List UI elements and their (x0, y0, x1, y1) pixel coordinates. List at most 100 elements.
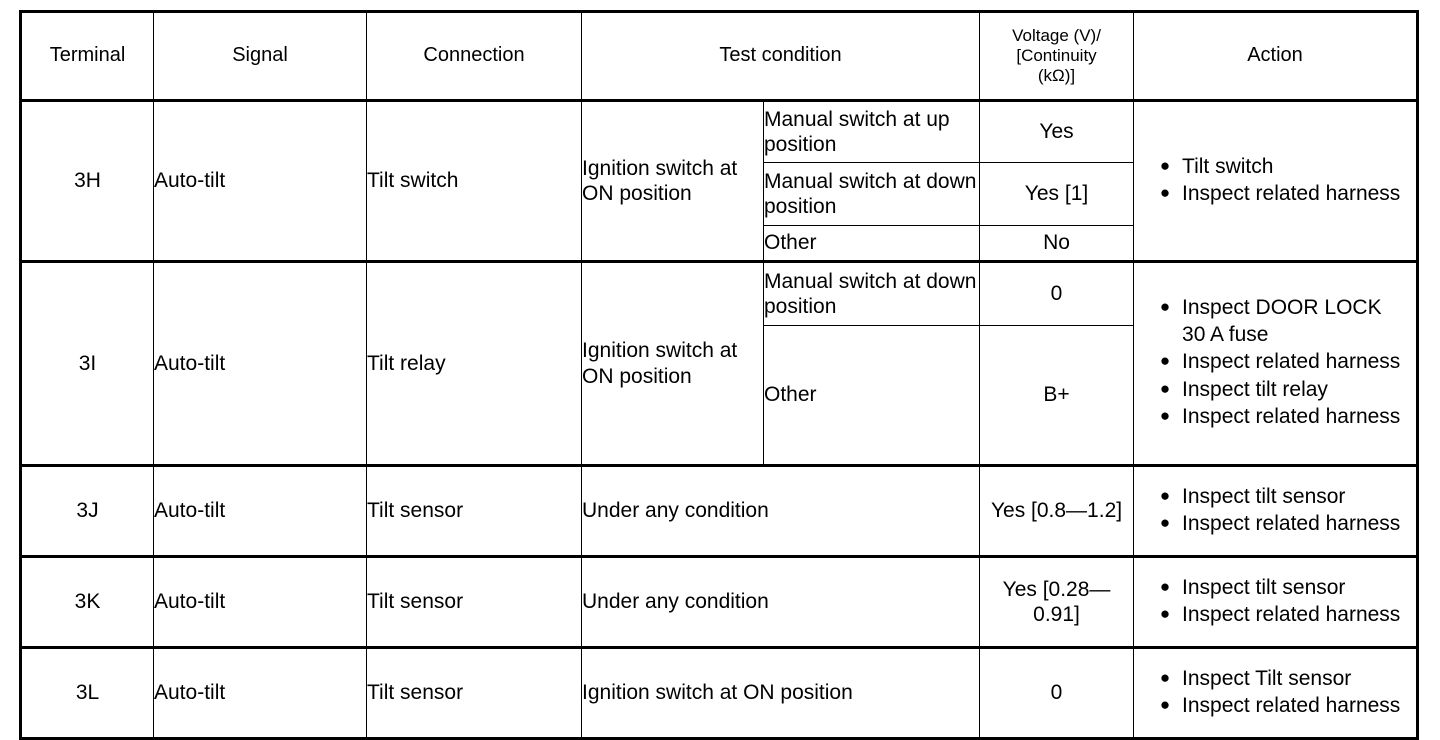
action-text: Inspect related harness (1182, 350, 1401, 374)
table-row-3h-sub1: 3H Auto-tilt Tilt switch Ignition switch… (20, 99, 1419, 262)
cell-condition-3j: Under any condition (580, 464, 981, 557)
action-text: Inspect related harness (1182, 405, 1401, 429)
cell-terminal-3i: 3I (20, 260, 154, 466)
action-item: ● Inspect related harness (1156, 181, 1410, 207)
cell-connection-3l: Tilt sensor (366, 646, 582, 739)
cell-signal-3i: Auto-tilt (153, 260, 367, 466)
action-list-3l: ● Inspect Tilt sensor ● Inspect related ha… (1134, 662, 1416, 725)
bullet-icon: ● (1159, 695, 1171, 714)
table-row-3k: 3K Auto-tilt Tilt sensor Under any condi… (20, 555, 1419, 648)
action-list-3j: ● Inspect tilt sensor ● Inspect related ha… (1134, 480, 1416, 543)
action-text: Inspect related harness (1182, 603, 1401, 626)
cell-terminal-3j: 3J (20, 464, 154, 557)
header-test-condition: Test condition (580, 11, 981, 101)
cell-action-3k: ● Inspect tilt sensor ● Inspect related ha… (1133, 555, 1419, 648)
bullet-icon: ● (1159, 155, 1171, 175)
table-row-3i-sub1: 3I Auto-tilt Tilt relay Ignition switch … (20, 260, 1419, 466)
action-text: Inspect DOOR LOCK 30 A fuse (1182, 296, 1382, 346)
header-voltage-line2: [Continuity (1016, 45, 1097, 65)
cell-condition-sub-3h-3: Other (762, 225, 981, 262)
action-item: ● Inspect DOOR LOCK 30 A fuse (1156, 295, 1410, 348)
cell-voltage-3k: Yes [0.28—0.91] (979, 555, 1135, 648)
bullet-icon: ● (1159, 576, 1171, 596)
action-item: ● Inspect related harness (1156, 511, 1410, 537)
cell-action-3i: ● Inspect DOOR LOCK 30 A fuse ● Inspect re… (1133, 260, 1419, 466)
table-body: 3H Auto-tilt Tilt switch Ignition switch… (20, 99, 1419, 739)
action-text: Inspect related harness (1182, 694, 1401, 717)
cell-condition-sub-3h-1: Manual switch at up position (762, 99, 981, 163)
bullet-icon: ● (1159, 513, 1171, 532)
cell-action-3l: ● Inspect Tilt sensor ● Inspect related ha… (1133, 646, 1419, 739)
action-list-3h: ● Tilt switch ● Inspect related harness (1134, 150, 1416, 213)
table-row-3l: 3L Auto-tilt Tilt sensor Ignition switch… (20, 646, 1419, 739)
cell-connection-3i: Tilt relay (366, 260, 582, 466)
header-voltage-line3: (kΩ)] (1037, 66, 1076, 86)
action-list-3i: ● Inspect DOOR LOCK 30 A fuse ● Inspect re… (1134, 291, 1416, 435)
header-terminal: Terminal (20, 11, 154, 101)
cell-voltage-3h-3: No (979, 225, 1135, 262)
header-connection: Connection (366, 11, 582, 101)
header-signal: Signal (153, 11, 367, 101)
action-item: ● Tilt switch (1156, 154, 1410, 180)
action-item: ● Inspect Tilt sensor (1156, 666, 1410, 692)
cell-condition-sub-3i-2: Other (762, 325, 981, 466)
action-item: ● Inspect related harness (1156, 349, 1410, 375)
bullet-icon: ● (1159, 378, 1171, 398)
terminal-diagnostic-table: Terminal Signal Connection Test conditio… (19, 10, 1420, 740)
cell-voltage-3h-1: Yes (979, 99, 1135, 163)
action-item: ● Inspect related harness (1156, 602, 1410, 628)
cell-condition-3l: Ignition switch at ON position (580, 646, 981, 739)
cell-terminal-3h: 3H (20, 99, 154, 262)
cell-voltage-3h-2: Yes [1] (979, 162, 1135, 226)
cell-action-3h: ● Tilt switch ● Inspect related harness (1133, 99, 1419, 262)
cell-connection-3j: Tilt sensor (366, 464, 582, 557)
action-item: ● Inspect related harness (1156, 693, 1410, 719)
bullet-icon: ● (1159, 297, 1171, 317)
bullet-icon: ● (1159, 406, 1171, 426)
header-row: Terminal Signal Connection Test conditio… (20, 11, 1419, 101)
action-text: Inspect related harness (1182, 182, 1401, 205)
cell-terminal-3k: 3K (20, 555, 154, 648)
cell-signal-3h: Auto-tilt (153, 99, 367, 262)
cell-signal-3l: Auto-tilt (153, 646, 367, 739)
action-text: Inspect tilt sensor (1182, 484, 1346, 508)
cell-signal-3k: Auto-tilt (153, 555, 367, 648)
action-list-3k: ● Inspect tilt sensor ● Inspect related ha… (1134, 571, 1416, 634)
action-item: ● Inspect tilt sensor (1156, 575, 1410, 601)
cell-condition-sub-3i-1: Manual switch at down position (762, 260, 981, 326)
action-text: Inspect Tilt sensor (1182, 666, 1352, 690)
action-item: ● Inspect tilt sensor (1156, 484, 1410, 510)
cell-condition-main-3i: Ignition switch at ON position (581, 260, 764, 466)
action-text: Inspect related harness (1182, 512, 1401, 535)
bullet-icon: ● (1159, 351, 1171, 371)
cell-voltage-3i-1: 0 (979, 260, 1135, 326)
bullet-icon: ● (1159, 604, 1171, 623)
bullet-icon: ● (1159, 183, 1171, 202)
cell-terminal-3l: 3L (20, 646, 154, 739)
action-item: ● Inspect related harness (1156, 404, 1410, 430)
cell-action-3j: ● Inspect tilt sensor ● Inspect related ha… (1133, 464, 1419, 557)
table-header: Terminal Signal Connection Test conditio… (20, 11, 1419, 101)
header-action: Action (1133, 11, 1419, 101)
bullet-icon: ● (1159, 485, 1171, 505)
table-row-3h-sub3: Other No (21, 225, 1418, 262)
cell-signal-3j: Auto-tilt (153, 464, 367, 557)
table-row-3h-sub2: Manual switch at down position Yes [1] (21, 162, 1418, 226)
cell-condition-sub-3h-2: Manual switch at down position (762, 162, 981, 226)
bullet-icon: ● (1159, 667, 1171, 687)
table-row-3j: 3J Auto-tilt Tilt sensor Under any condi… (20, 464, 1419, 557)
cell-condition-3k: Under any condition (580, 555, 981, 648)
cell-voltage-3j: Yes [0.8—1.2] (979, 464, 1135, 557)
header-voltage-continuity: Voltage (V)/ [Continuity (kΩ)] (979, 11, 1135, 101)
action-text: Inspect tilt sensor (1182, 575, 1346, 599)
header-voltage-line1: Voltage (V)/ (1012, 25, 1101, 45)
cell-voltage-3l: 0 (979, 646, 1135, 739)
cell-condition-main-3h: Ignition switch at ON position (581, 99, 764, 262)
action-item: ●Inspect tilt relay (1156, 377, 1410, 403)
cell-voltage-3i-2: B+ (979, 325, 1135, 466)
action-text: Tilt switch (1182, 154, 1274, 178)
table-row-3i-sub2: Other B+ (21, 325, 1418, 466)
cell-connection-3h: Tilt switch (366, 99, 582, 262)
cell-connection-3k: Tilt sensor (366, 555, 582, 648)
